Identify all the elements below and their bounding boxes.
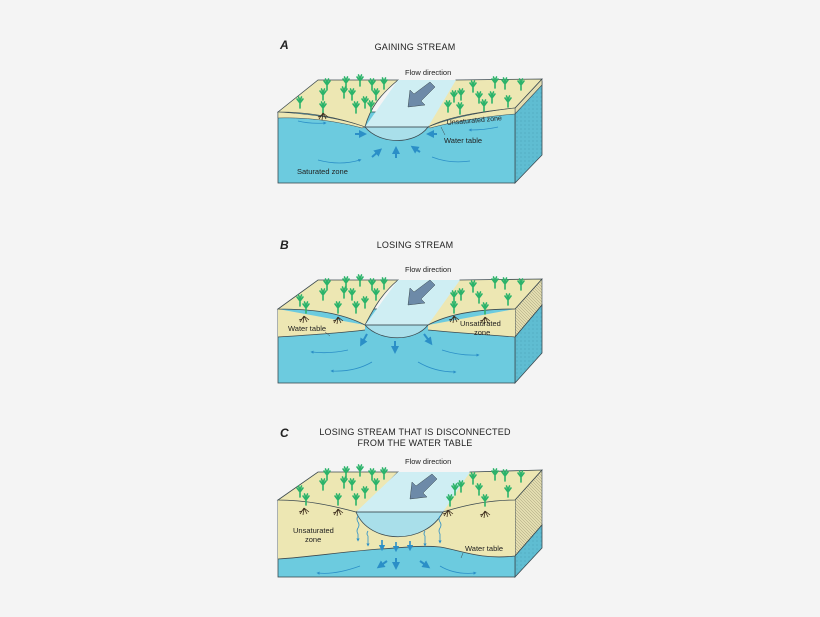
- losing-stream-diagram: Flow direction Water table Unsaturated z…: [276, 265, 543, 385]
- flow-direction-label: Flow direction: [405, 265, 451, 274]
- panel-letter: A: [280, 38, 289, 52]
- unsaturated-zone-label-line2: zone: [305, 535, 321, 544]
- unsaturated-zone-label: Unsaturated zone: [447, 115, 503, 127]
- panel-title-line1: LOSING STREAM THAT IS DISCONNECTED: [319, 427, 511, 437]
- water-table-label: Water table: [465, 544, 503, 553]
- panel-title: LOSING STREAM: [376, 240, 454, 250]
- panel-gaining-stream: A GAINING STREAM: [270, 38, 560, 188]
- gaining-stream-diagram: Flow direction Unsaturated zone Water ta…: [276, 68, 543, 184]
- panel-letter: B: [280, 238, 289, 252]
- panel-disconnected-losing-stream: C LOSING STREAM THAT IS DISCONNECTED FRO…: [270, 426, 560, 586]
- flow-direction-label: Flow direction: [405, 457, 451, 466]
- flow-direction-label: Flow direction: [405, 68, 451, 77]
- water-table-label: Water table: [288, 324, 326, 333]
- saturated-zone-label: Saturated zone: [297, 167, 348, 176]
- panel-losing-stream: B LOSING STREAM Flow direction Water tab…: [270, 238, 560, 388]
- panel-letter: C: [280, 426, 289, 440]
- unsaturated-zone-label-line1: Unsaturated: [460, 319, 501, 328]
- unsaturated-zone-label-line2: zone: [474, 328, 490, 337]
- unsaturated-zone-label-line1: Unsaturated: [293, 526, 334, 535]
- panel-title-line2: FROM THE WATER TABLE: [357, 438, 473, 448]
- panel-title: GAINING STREAM: [374, 42, 456, 52]
- water-table-label: Water table: [444, 136, 482, 145]
- disconnected-stream-diagram: Flow direction Unsaturated zone Water ta…: [276, 457, 543, 579]
